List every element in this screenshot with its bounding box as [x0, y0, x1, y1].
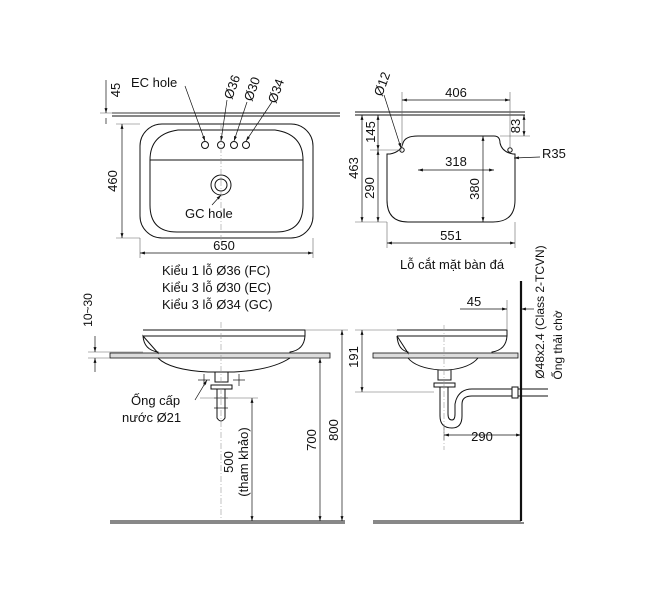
dim-463: 463	[346, 157, 361, 179]
d36-label: Ø36	[221, 73, 244, 101]
supply-label-1: Ống cấp	[131, 393, 180, 408]
dim-650: 650	[213, 238, 235, 253]
dim-45-side: 45	[467, 294, 481, 309]
dim-500: 500	[221, 451, 236, 473]
front-view: 10~30 Ống cấp nước Ø21 500 (tham khảo) 7…	[81, 293, 348, 524]
dim-145: 145	[363, 121, 378, 143]
basin-bowl-top	[149, 159, 304, 233]
variant-fc: Kiểu 1 lỗ Ø36 (FC)	[162, 263, 270, 278]
dim-45-top: 45	[108, 83, 123, 97]
d30-label: Ø30	[241, 75, 264, 103]
basin-outline-top	[139, 123, 314, 239]
ec-hole-label: EC hole	[131, 75, 177, 90]
dim-406: 406	[445, 85, 467, 100]
dim-83: 83	[508, 119, 523, 133]
dim-290-side: 290	[471, 429, 493, 444]
variant-ec: Kiểu 3 lỗ Ø30 (EC)	[162, 280, 271, 295]
dim-10-30: 10~30	[81, 293, 95, 327]
dim-290-cutout: 290	[362, 177, 377, 199]
r35-label: R35	[542, 146, 566, 161]
basin-side	[396, 329, 508, 355]
dim-800: 800	[326, 419, 341, 441]
cutout-view: Ø12 406 145 83 R35 463 318 290 380 551 L…	[346, 70, 566, 272]
dim-700: 700	[304, 429, 319, 451]
d12-label: Ø12	[371, 70, 394, 98]
dim-460: 460	[105, 170, 120, 192]
cutout-caption: Lỗ cắt mặt bàn đá	[400, 257, 505, 272]
d34-label: Ø34	[265, 77, 288, 105]
gc-hole-label: GC hole	[185, 206, 233, 221]
drain-pipe-label: Ø48x2.4 (Class 2-TCVN)	[533, 245, 547, 378]
dim-551: 551	[440, 228, 462, 243]
dim-380: 380	[467, 178, 482, 200]
supply-label-2: nước Ø21	[122, 410, 181, 425]
basin-front	[142, 329, 306, 355]
waste-pipe-label: Ống thải chờ	[550, 310, 565, 379]
ref-note: (tham khảo)	[236, 427, 251, 496]
variant-gc: Kiểu 3 lỗ Ø34 (GC)	[162, 297, 273, 312]
cutout-outline	[386, 135, 516, 223]
dim-191: 191	[346, 346, 361, 368]
dim-318: 318	[445, 154, 467, 169]
top-view: 45 EC hole Ø36 Ø30 Ø34 460 GC hole 650 K…	[100, 73, 340, 312]
tap-holes	[201, 141, 250, 149]
side-view: 191 45 Ø48x2.4 (Class 2-TCVN) Ống thải c…	[346, 245, 565, 524]
